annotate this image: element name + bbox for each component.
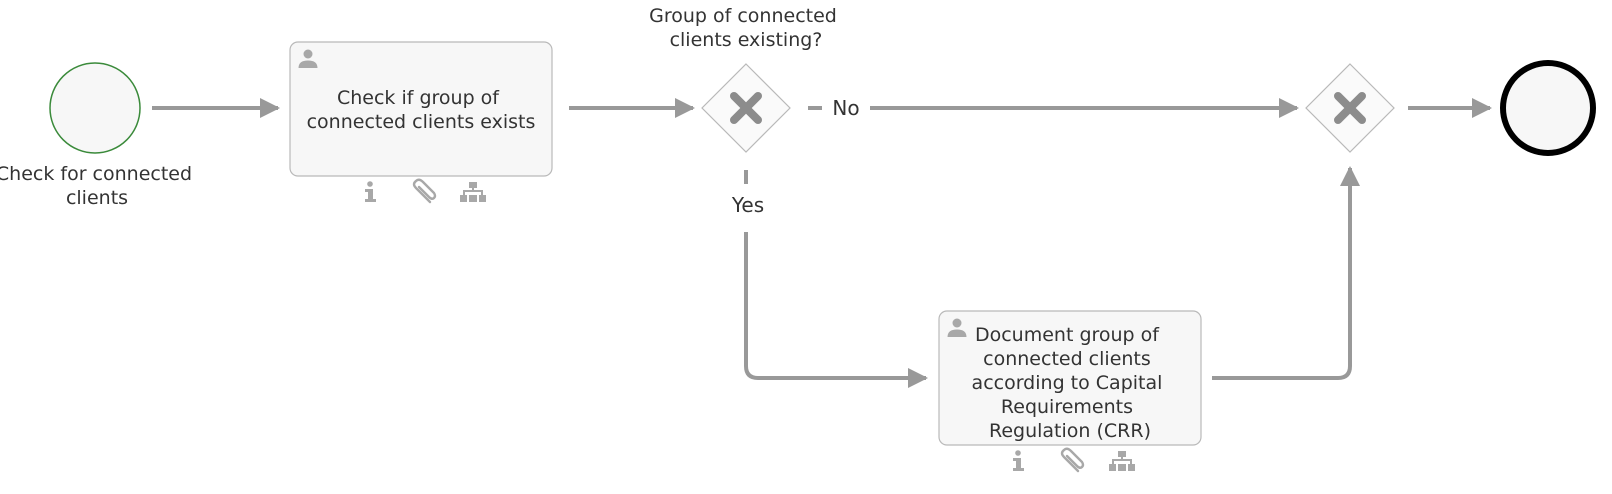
gateway-split-label-line: Group of connected [649,5,837,27]
task-document-group[interactable]: Document group of connected clients acco… [938,310,1202,473]
task-check-label-line: Check if group of [337,87,500,109]
hierarchy-icon[interactable] [460,182,486,202]
task-document-label-line: according to Capital [972,372,1163,394]
x-icon [730,92,762,124]
task-document-label-line: Regulation (CRR) [989,420,1151,442]
gateway-split[interactable] [701,63,791,153]
start-event-label-line: clients [66,187,128,209]
user-icon [298,49,318,68]
user-icon [947,318,967,337]
start-event-circle[interactable] [49,62,141,154]
info-icon[interactable] [365,181,376,202]
task-document-label-line: connected clients [983,348,1151,370]
flow-yes-label: Yes [731,193,764,217]
task-document-label-line: Requirements [1001,396,1133,418]
start-event-label-line: Check for connected [0,163,192,185]
task-document-label: Document group of connected clients acco… [972,324,1169,442]
info-icon[interactable] [1013,450,1024,471]
gateway-merge[interactable] [1305,63,1395,153]
task-document-box[interactable] [938,310,1202,446]
gateway-split-label: Group of connected clients existing? [649,5,843,51]
end-event-circle[interactable] [1500,60,1596,156]
flow-no-label: No [832,96,859,120]
flow-document-to-merge[interactable] [1212,166,1360,380]
start-event-label: Check for connected clients [0,163,198,209]
paperclip-icon[interactable] [1060,447,1085,473]
start-event[interactable] [49,62,141,154]
gateway-split-label-line: clients existing? [670,29,823,51]
connectors [152,98,1492,388]
task-check-label-line: connected clients exists [307,111,536,133]
paperclip-icon[interactable] [412,178,437,204]
x-icon [1334,92,1366,124]
end-event[interactable] [1500,60,1596,156]
task-check-label: Check if group of connected clients exis… [307,87,536,133]
hierarchy-icon[interactable] [1109,451,1135,471]
task-check-box[interactable] [289,41,553,177]
task-check-if-group-exists[interactable]: Check if group of connected clients exis… [289,41,553,204]
task-document-label-line: Document group of [975,324,1160,346]
flow-yes-to-document[interactable] [744,232,928,388]
